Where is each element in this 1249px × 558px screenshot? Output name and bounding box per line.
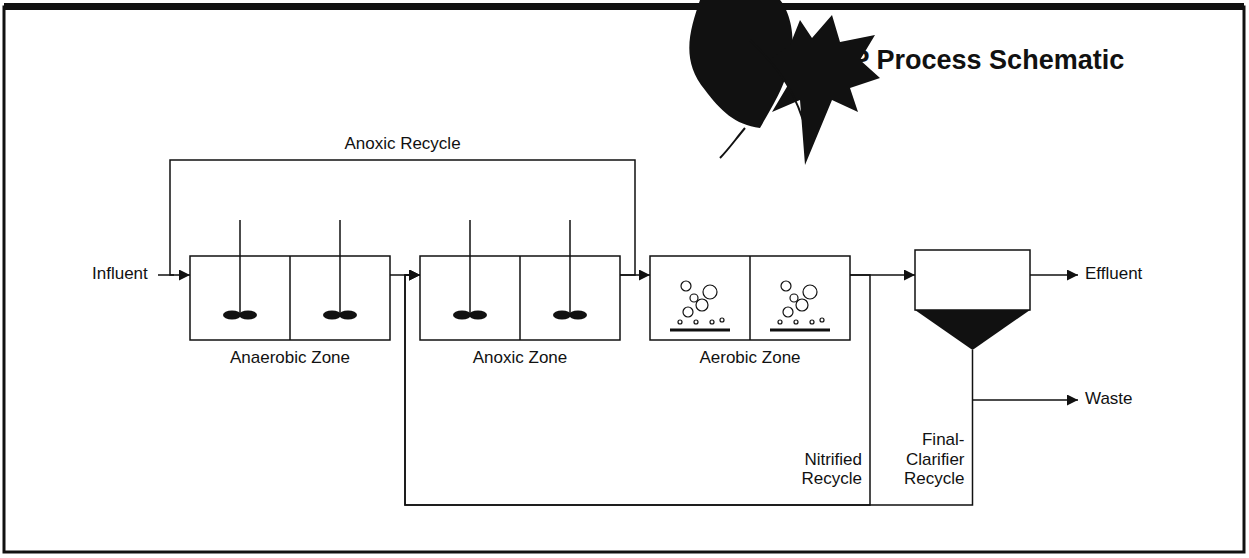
mixer-shaft	[469, 220, 471, 314]
recycle-label: Final- Clarifier Recycle	[885, 430, 965, 489]
diagram-title: VIP Process Schematic	[826, 45, 1124, 76]
air-bubble	[703, 285, 717, 299]
air-bubble	[783, 307, 793, 317]
process-tank: Anaerobic Zone	[190, 250, 390, 368]
tank-divider	[519, 256, 521, 340]
recycle-label-text: Nitrified Recycle	[802, 450, 862, 489]
tank-wall	[650, 256, 850, 340]
recycle-label-text: Anoxic Recycle	[344, 134, 460, 153]
stream-label-text: Effluent	[1085, 264, 1142, 283]
air-bubble	[720, 318, 724, 322]
mixer-blade	[469, 311, 487, 320]
tank-wall	[190, 256, 390, 340]
air-bubble	[803, 285, 817, 299]
air-bubble	[696, 299, 708, 311]
zone-label: Aerobic Zone	[650, 348, 850, 368]
air-bubble	[683, 307, 693, 317]
clarifier-wall	[915, 250, 1030, 310]
air-bubble	[710, 320, 714, 324]
air-bubble	[690, 294, 698, 302]
tank-outline	[420, 250, 620, 340]
mixer-blade	[323, 311, 341, 320]
zone-label: Anoxic Zone	[420, 348, 620, 368]
clarifier	[915, 250, 1030, 350]
air-diffuser	[770, 329, 830, 332]
air-diffuser	[670, 329, 730, 332]
air-bubble	[678, 320, 682, 324]
effluent-arrow	[1030, 274, 1078, 276]
recycle-line	[405, 275, 973, 505]
zone-label: Anaerobic Zone	[190, 348, 390, 368]
recycle-label-text: Final- Clarifier Recycle	[904, 430, 964, 488]
tank-divider	[289, 256, 291, 340]
mixer-blade	[453, 311, 471, 320]
mixer-blade	[339, 311, 357, 320]
waste-arrow	[973, 399, 1079, 401]
stream-label: Waste	[1085, 389, 1133, 409]
stream-label-text: Waste	[1085, 389, 1133, 408]
frame	[4, 7, 1244, 552]
leaf-stem	[750, 40, 803, 120]
air-bubble	[790, 294, 798, 302]
leaf-stem	[720, 128, 745, 158]
mixer-shaft	[569, 220, 571, 314]
air-bubble	[694, 320, 698, 324]
tank-outline	[650, 250, 850, 340]
stream-label: Effluent	[1085, 264, 1142, 284]
tank-outline	[190, 250, 390, 340]
mixer-blade	[239, 311, 257, 320]
process-tank: Aerobic Zone	[650, 250, 850, 368]
mixer-shaft	[239, 220, 241, 314]
mixer-blade	[569, 311, 587, 320]
clarifier-outline	[915, 250, 1030, 350]
air-bubble	[796, 299, 808, 311]
process-tank: Anoxic Zone	[420, 250, 620, 368]
air-bubble	[778, 320, 782, 324]
air-bubble	[781, 281, 791, 291]
mixer-blade	[223, 311, 241, 320]
stream-label-text: Influent	[92, 264, 148, 283]
mixer-shaft	[339, 220, 341, 314]
air-bubble	[794, 320, 798, 324]
air-bubble	[820, 318, 824, 322]
tank-divider	[749, 256, 751, 340]
recycle-line	[405, 275, 870, 505]
stream-label: Influent	[92, 264, 148, 284]
mixer-blade	[553, 311, 571, 320]
air-bubble	[810, 320, 814, 324]
air-bubble	[681, 281, 691, 291]
leaf-silhouette	[770, 15, 880, 165]
recycle-label: Nitrified Recycle	[782, 450, 862, 489]
tank-wall	[420, 256, 620, 340]
recycle-label: Anoxic Recycle	[344, 134, 460, 154]
sludge-hopper	[915, 310, 1030, 350]
frame-top	[4, 3, 1244, 10]
